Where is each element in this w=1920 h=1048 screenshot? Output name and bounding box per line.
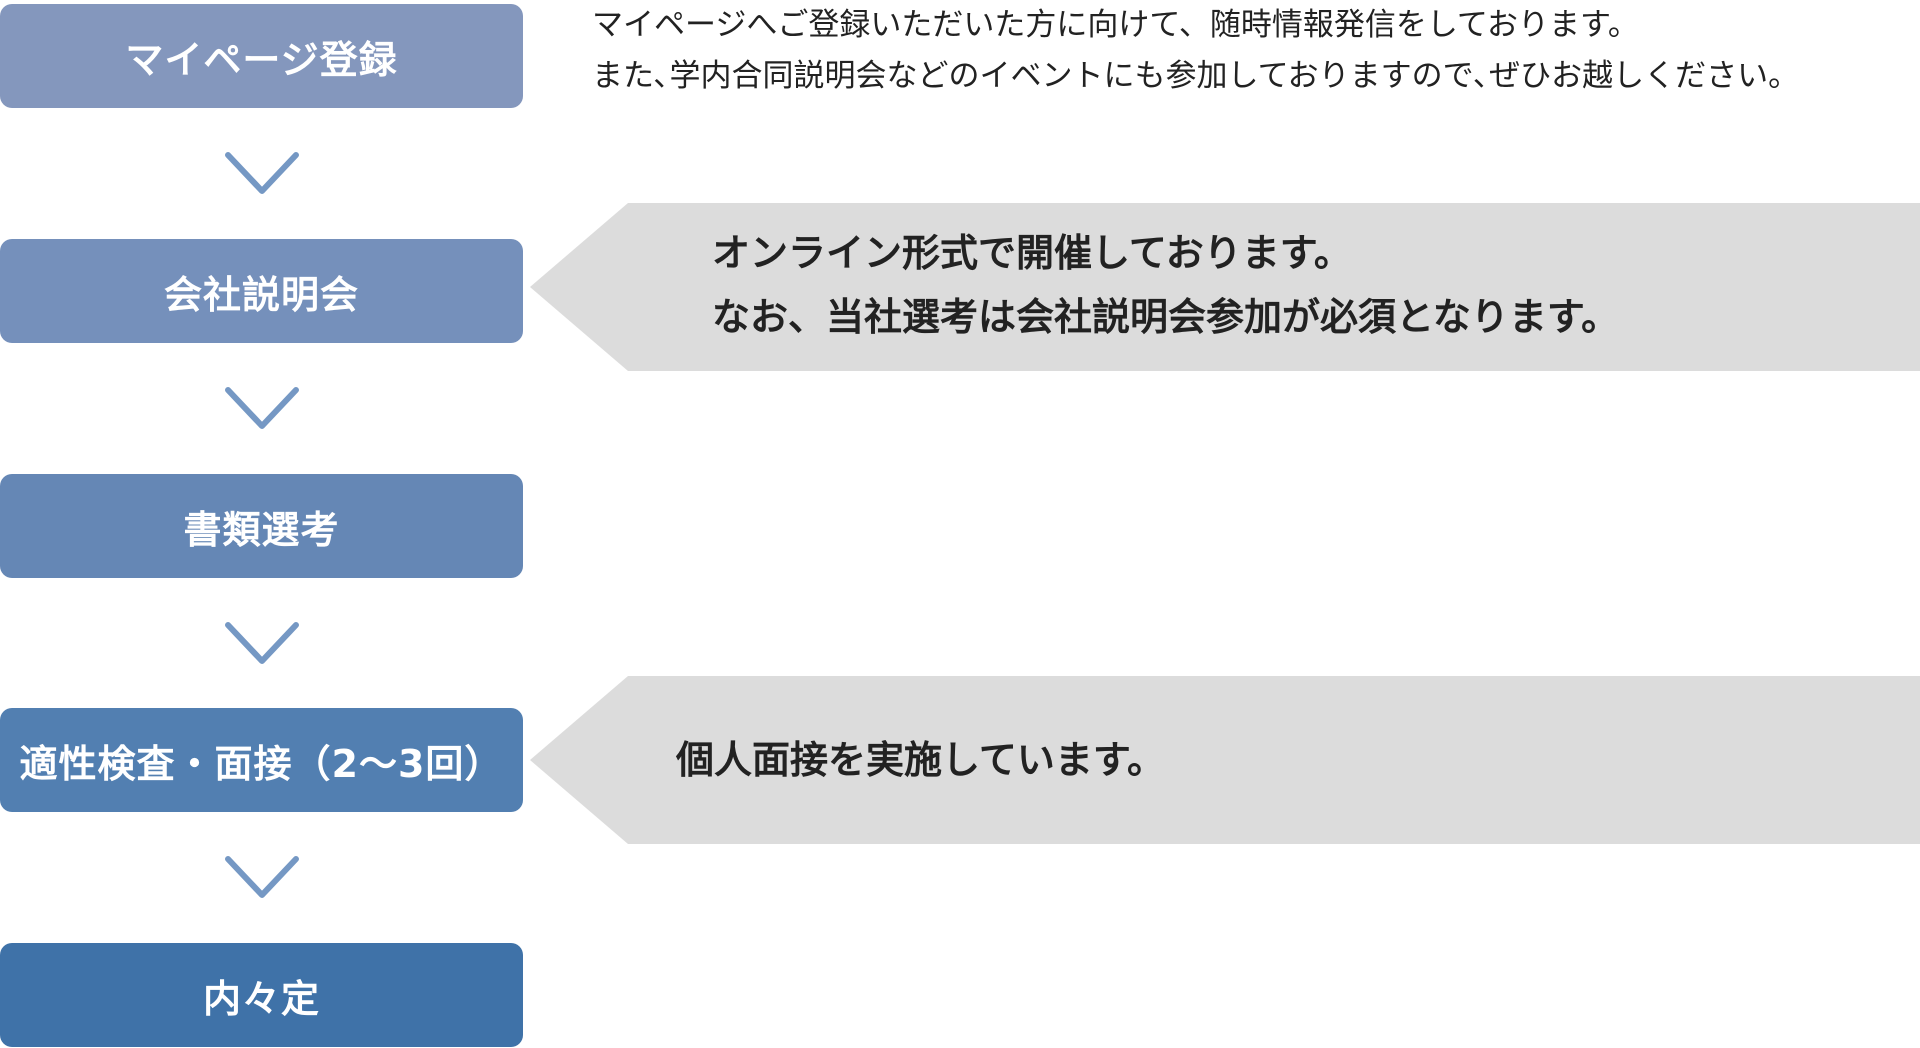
- step-label: 適性検査・面接（2〜3回）: [19, 741, 504, 786]
- step-label: 内々定: [202, 976, 320, 1021]
- step-document-screening: 書類選考: [0, 474, 523, 578]
- callout-text: オンライン形式で開催しております。 なお、当社選考は会社説明会参加が必須となりま…: [712, 221, 1619, 349]
- step-aptitude-test-interview: 適性検査・面接（2〜3回）: [0, 708, 523, 812]
- step-label: マイページ登録: [125, 37, 398, 82]
- note-line: 個人面接を実施しています。: [676, 738, 1166, 782]
- chevron-down-icon: [225, 622, 299, 664]
- chevron-down-icon: [225, 152, 299, 194]
- step-informal-offer: 内々定: [0, 943, 523, 1047]
- note-line: オンライン形式で開催しております。: [712, 231, 1352, 275]
- callout-shape: [530, 676, 1920, 844]
- callout-seminar: オンライン形式で開催しております。 なお、当社選考は会社説明会参加が必須となりま…: [530, 203, 1920, 371]
- note-line: なお、当社選考は会社説明会参加が必須となります。: [712, 295, 1620, 339]
- chevron-down-icon: [225, 387, 299, 429]
- callout-interview: 個人面接を実施しています。: [530, 676, 1920, 844]
- note-mypage: マイページへご登録いただいた方に向けて、随時情報発信をしております。 また､学内…: [592, 0, 1912, 102]
- step-company-seminar: 会社説明会: [0, 239, 523, 343]
- step-label: 書類選考: [183, 507, 340, 552]
- step-mypage-registration: マイページ登録: [0, 4, 523, 108]
- note-line: また､学内合同説明会などのイベントにも参加しておりますので､ぜひお越しください。: [592, 58, 1800, 94]
- callout-shape: [530, 203, 1920, 371]
- chevron-down-icon: [225, 856, 299, 898]
- step-label: 会社説明会: [163, 272, 359, 317]
- callout-text: 個人面接を実施しています。: [676, 728, 1165, 792]
- note-line: マイページへご登録いただいた方に向けて、随時情報発信をしております。: [592, 7, 1639, 43]
